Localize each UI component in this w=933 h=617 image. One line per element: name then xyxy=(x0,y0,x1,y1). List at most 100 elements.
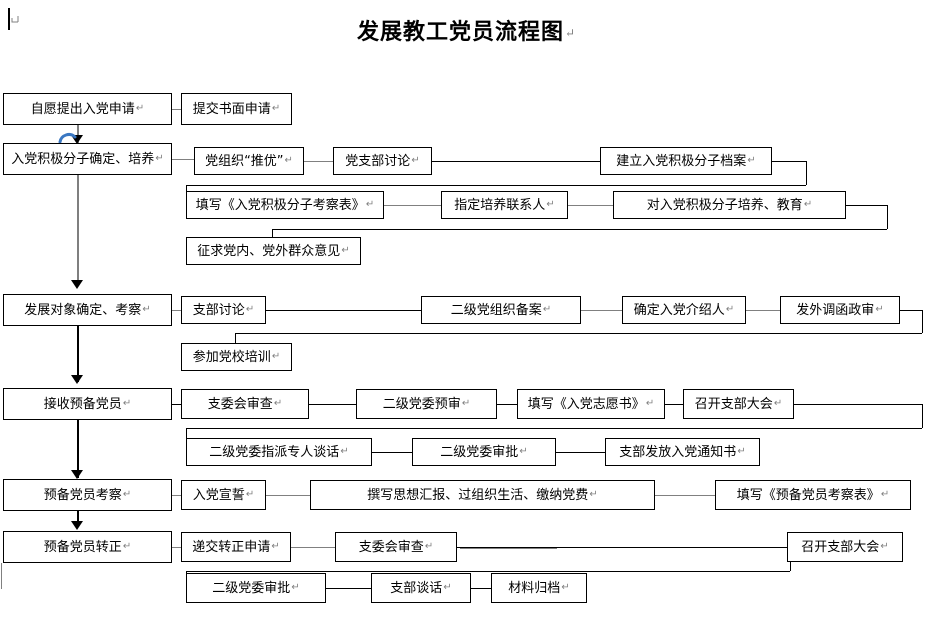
snake-s4-4-back xyxy=(186,428,922,429)
link-1-to-s1-1 xyxy=(172,109,181,110)
link-s2-5-to-s2-6 xyxy=(568,205,613,206)
step-node-s4-3[interactable]: 填写《入党志愿书》↵ xyxy=(517,389,665,419)
link-s4-2-to-s4-3 xyxy=(497,404,517,405)
step-node-s2-5[interactable]: 指定培养联系人↵ xyxy=(441,191,568,219)
step-node-s6-1[interactable]: 递交转正申请↵ xyxy=(181,532,291,562)
link-s4-5-to-s4-6 xyxy=(372,452,412,453)
step-node-s4-5[interactable]: 二级党委指派专人谈话↵ xyxy=(186,438,372,466)
left-edge-tail xyxy=(1,563,2,589)
step-node-s3-3[interactable]: 确定入党介绍人↵ xyxy=(622,296,746,324)
step-node-s6-5-label: 支部谈话 xyxy=(390,580,443,596)
step-node-s6-4[interactable]: 二级党委审批↵ xyxy=(186,573,326,603)
step-node-s2-1-label: 党组织“推优” xyxy=(205,153,284,169)
link-s3-1-to-s3-2 xyxy=(266,310,421,311)
step-node-s5-2[interactable]: 撰写思想汇报、过组织生活、缴纳党费↵ xyxy=(310,480,655,510)
pilcrow-1: ↵ xyxy=(135,103,145,114)
arrowhead-2-3 xyxy=(71,280,83,289)
pilcrow-s6-4: ↵ xyxy=(291,582,300,593)
pilcrow-s6-5: ↵ xyxy=(443,582,452,593)
step-node-s2-2[interactable]: 党支部讨论↵ xyxy=(333,147,432,175)
arrowhead-3-4 xyxy=(71,375,83,384)
pilcrow-s4-3: ↵ xyxy=(645,398,655,409)
link-s4-6-to-s4-7 xyxy=(556,452,605,453)
snake-s2-3-out xyxy=(772,161,806,162)
step-node-s4-2[interactable]: 二级党委预审↵ xyxy=(356,389,497,419)
stage-node-3[interactable]: 发展对象确定、考察↵ xyxy=(3,294,172,326)
step-node-s2-1[interactable]: 党组织“推优”↵ xyxy=(194,147,304,175)
step-node-s2-7[interactable]: 征求党内、党外群众意见↵ xyxy=(186,237,361,265)
stage-node-6[interactable]: 预备党员转正↵ xyxy=(3,531,172,563)
pilcrow-s4-2: ↵ xyxy=(461,398,471,409)
step-node-s4-1[interactable]: 支委会审查↵ xyxy=(181,389,309,419)
arrowhead-5-6 xyxy=(71,521,83,530)
pilcrow-s2-5: ↵ xyxy=(546,199,555,210)
spine-1-2 xyxy=(77,125,79,143)
spine-2-3 xyxy=(77,174,79,284)
step-node-s6-1-label: 递交转正申请 xyxy=(192,539,271,555)
snake-s2-3-down xyxy=(806,161,807,185)
link-s2-2-to-s2-3 xyxy=(432,161,600,162)
step-node-s1-1[interactable]: 提交书面申请↵ xyxy=(181,93,292,125)
pilcrow-3: ↵ xyxy=(142,304,151,315)
pilcrow-s2-6: ↵ xyxy=(803,199,813,210)
stage-node-5[interactable]: 预备党员考察↵ xyxy=(3,479,172,511)
pilcrow-s5-2: ↵ xyxy=(589,489,598,500)
link-6-to-s6-1 xyxy=(172,547,181,548)
snake-s2-6-out xyxy=(846,205,887,206)
step-node-s3-1-label: 支部讨论 xyxy=(192,302,245,318)
step-node-s5-1[interactable]: 入党宣誓↵ xyxy=(181,480,266,510)
step-node-s6-3[interactable]: 召开支部大会↵ xyxy=(787,532,903,562)
spine-5-6 xyxy=(77,511,79,527)
step-node-s4-4[interactable]: 召开支部大会↵ xyxy=(683,389,794,419)
pilcrow-s5-3: ↵ xyxy=(880,489,890,500)
snake-s2-6-back xyxy=(272,229,887,230)
pilcrow-s3-4: ↵ xyxy=(875,304,884,315)
arrowhead-4-5 xyxy=(71,470,83,479)
link-2-to-s2-1 xyxy=(172,159,194,160)
link-s2-4-to-s2-5 xyxy=(384,205,441,206)
pilcrow-s2-3: ↵ xyxy=(747,155,756,166)
step-node-s5-3[interactable]: 填写《预备党员考察表》↵ xyxy=(715,480,911,510)
stage-node-1[interactable]: 自愿提出入党申请↵ xyxy=(3,93,172,125)
link-s5-1-to-s5-2 xyxy=(266,495,310,496)
step-node-s6-6[interactable]: 材料归档↵ xyxy=(491,573,587,603)
step-node-s4-4-label: 召开支部大会 xyxy=(694,396,773,412)
step-node-s2-6[interactable]: 对入党积极分子培养、教育↵ xyxy=(613,191,846,219)
page-title-text: 发展教工党员流程图 xyxy=(356,19,564,45)
pilcrow-6: ↵ xyxy=(122,541,132,552)
step-node-s4-6[interactable]: 二级党委审批↵ xyxy=(412,438,556,466)
snake-s4-4-out xyxy=(794,404,922,405)
step-node-s3-5-label: 参加党校培训 xyxy=(192,349,271,365)
step-node-s4-6-label: 二级党委审批 xyxy=(440,444,519,460)
page-title: 发展教工党员流程图↵ xyxy=(0,14,933,46)
step-node-s3-5[interactable]: 参加党校培训↵ xyxy=(181,343,292,371)
link-s2-1-to-s2-2 xyxy=(304,161,333,162)
step-node-s4-2-label: 二级党委预审 xyxy=(382,396,461,412)
pilcrow-s2-2: ↵ xyxy=(411,155,420,166)
step-node-s2-4-label: 填写《入党积极分子考察表》 xyxy=(195,197,365,213)
step-node-s3-1[interactable]: 支部讨论↵ xyxy=(181,296,266,324)
step-node-s4-7[interactable]: 支部发放入党通知书↵ xyxy=(605,438,760,466)
pilcrow-2: ↵ xyxy=(155,153,164,164)
step-node-s5-1-label: 入党宣誓 xyxy=(192,487,245,503)
step-node-s6-2[interactable]: 支委会审查↵ xyxy=(335,532,457,562)
step-node-s4-3-label: 填写《入党志愿书》 xyxy=(527,396,645,412)
link-s5-2-to-s5-3 xyxy=(655,495,715,496)
step-node-s2-3[interactable]: 建立入党积极分子档案↵ xyxy=(600,147,772,175)
snake-s3-4-out xyxy=(900,310,922,311)
pilcrow-4: ↵ xyxy=(122,398,132,409)
step-node-s2-4[interactable]: 填写《入党积极分子考察表》↵ xyxy=(186,191,384,219)
step-node-s3-2[interactable]: 二级党组织备案↵ xyxy=(421,296,581,324)
pilcrow-s2-1: ↵ xyxy=(284,155,293,166)
step-node-s6-5[interactable]: 支部谈话↵ xyxy=(371,573,471,603)
step-node-s3-4[interactable]: 发外调函政审↵ xyxy=(780,296,900,324)
stage-node-5-label: 预备党员考察 xyxy=(43,487,122,503)
stage-node-4[interactable]: 接收预备党员↵ xyxy=(3,388,172,420)
step-node-s4-7-label: 支部发放入党通知书 xyxy=(619,444,737,460)
link-s4-3-to-s4-4 xyxy=(665,404,683,405)
link-s3-2-to-s3-3 xyxy=(581,310,622,311)
stage-node-2[interactable]: 入党积极分子确定、培养↵ xyxy=(3,143,172,175)
pilcrow-s4-7: ↵ xyxy=(737,446,746,457)
pilcrow-s1-1: ↵ xyxy=(271,103,281,114)
